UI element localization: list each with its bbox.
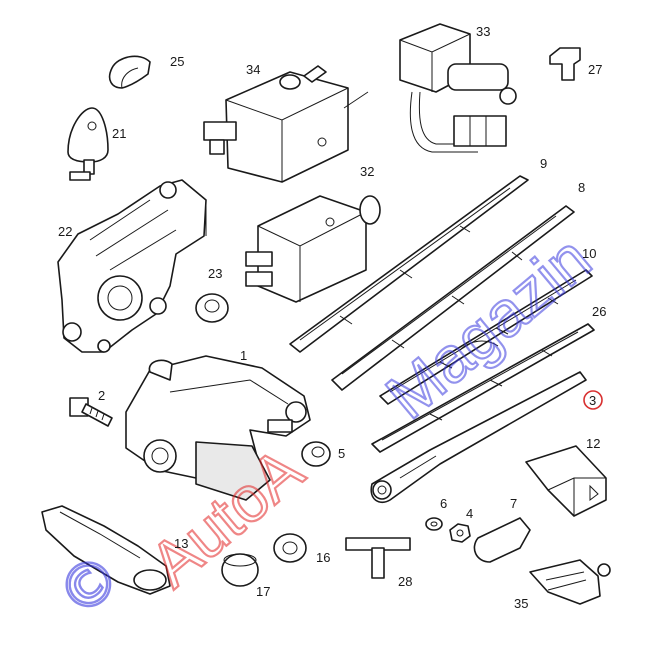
part-21-bracket[interactable] <box>67 107 109 181</box>
part-9-wiper-blade[interactable] <box>289 175 529 353</box>
part-17-plug[interactable] <box>221 553 259 587</box>
callout-3: 3 <box>589 393 596 408</box>
callout-8: 8 <box>578 180 585 195</box>
callout-34: 34 <box>246 62 260 77</box>
part-5-grommet[interactable] <box>301 441 331 467</box>
callout-13: 13 <box>174 536 188 551</box>
part-27-fitting[interactable] <box>549 47 581 81</box>
callout-2: 2 <box>98 388 105 403</box>
part-35-clip[interactable] <box>529 559 611 605</box>
part-10-wiper-blade[interactable] <box>379 269 593 405</box>
part-34-actuator[interactable] <box>203 65 369 183</box>
part-25-cap[interactable] <box>108 55 151 89</box>
callout-10: 10 <box>582 246 596 261</box>
part-13-nozzle[interactable] <box>41 505 171 595</box>
part-1-wiper-motor[interactable] <box>125 355 311 501</box>
callout-25: 25 <box>170 54 184 69</box>
callout-33: 33 <box>476 24 490 39</box>
callout-9: 9 <box>540 156 547 171</box>
callout-32: 32 <box>360 164 374 179</box>
callout-3-highlight-circle <box>583 390 603 410</box>
part-26-wiper-blade[interactable] <box>371 323 595 453</box>
part-7-cap[interactable] <box>473 517 531 563</box>
part-16-grommet[interactable] <box>273 533 307 563</box>
callout-26: 26 <box>592 304 606 319</box>
callout-5: 5 <box>338 446 345 461</box>
callout-21: 21 <box>112 126 126 141</box>
callout-35: 35 <box>514 596 528 611</box>
callout-17: 17 <box>256 584 270 599</box>
part-6-washer[interactable] <box>425 517 443 531</box>
callout-labels: 25 21 22 23 34 32 33 27 9 8 10 26 3 12 1… <box>58 24 606 611</box>
callout-22: 22 <box>58 224 72 239</box>
part-8-wiper-blade[interactable] <box>331 205 575 391</box>
callout-28: 28 <box>398 574 412 589</box>
callout-1: 1 <box>240 348 247 363</box>
callout-4: 4 <box>466 506 473 521</box>
part-23-grommet[interactable] <box>195 293 229 323</box>
callout-16: 16 <box>316 550 330 565</box>
part-4-nut[interactable] <box>449 523 471 543</box>
callout-27: 27 <box>588 62 602 77</box>
part-2-bolt[interactable] <box>69 397 113 427</box>
callout-23: 23 <box>208 266 222 281</box>
part-12-cover[interactable] <box>525 445 607 517</box>
part-28-t-connector[interactable] <box>345 537 411 579</box>
part-32-actuator[interactable] <box>245 195 381 303</box>
part-22-linkage[interactable] <box>57 179 207 353</box>
callout-7: 7 <box>510 496 517 511</box>
callout-6: 6 <box>440 496 447 511</box>
part-3-wiper-arm[interactable] <box>370 371 587 504</box>
callout-12: 12 <box>586 436 600 451</box>
part-33-pump[interactable] <box>399 23 517 153</box>
